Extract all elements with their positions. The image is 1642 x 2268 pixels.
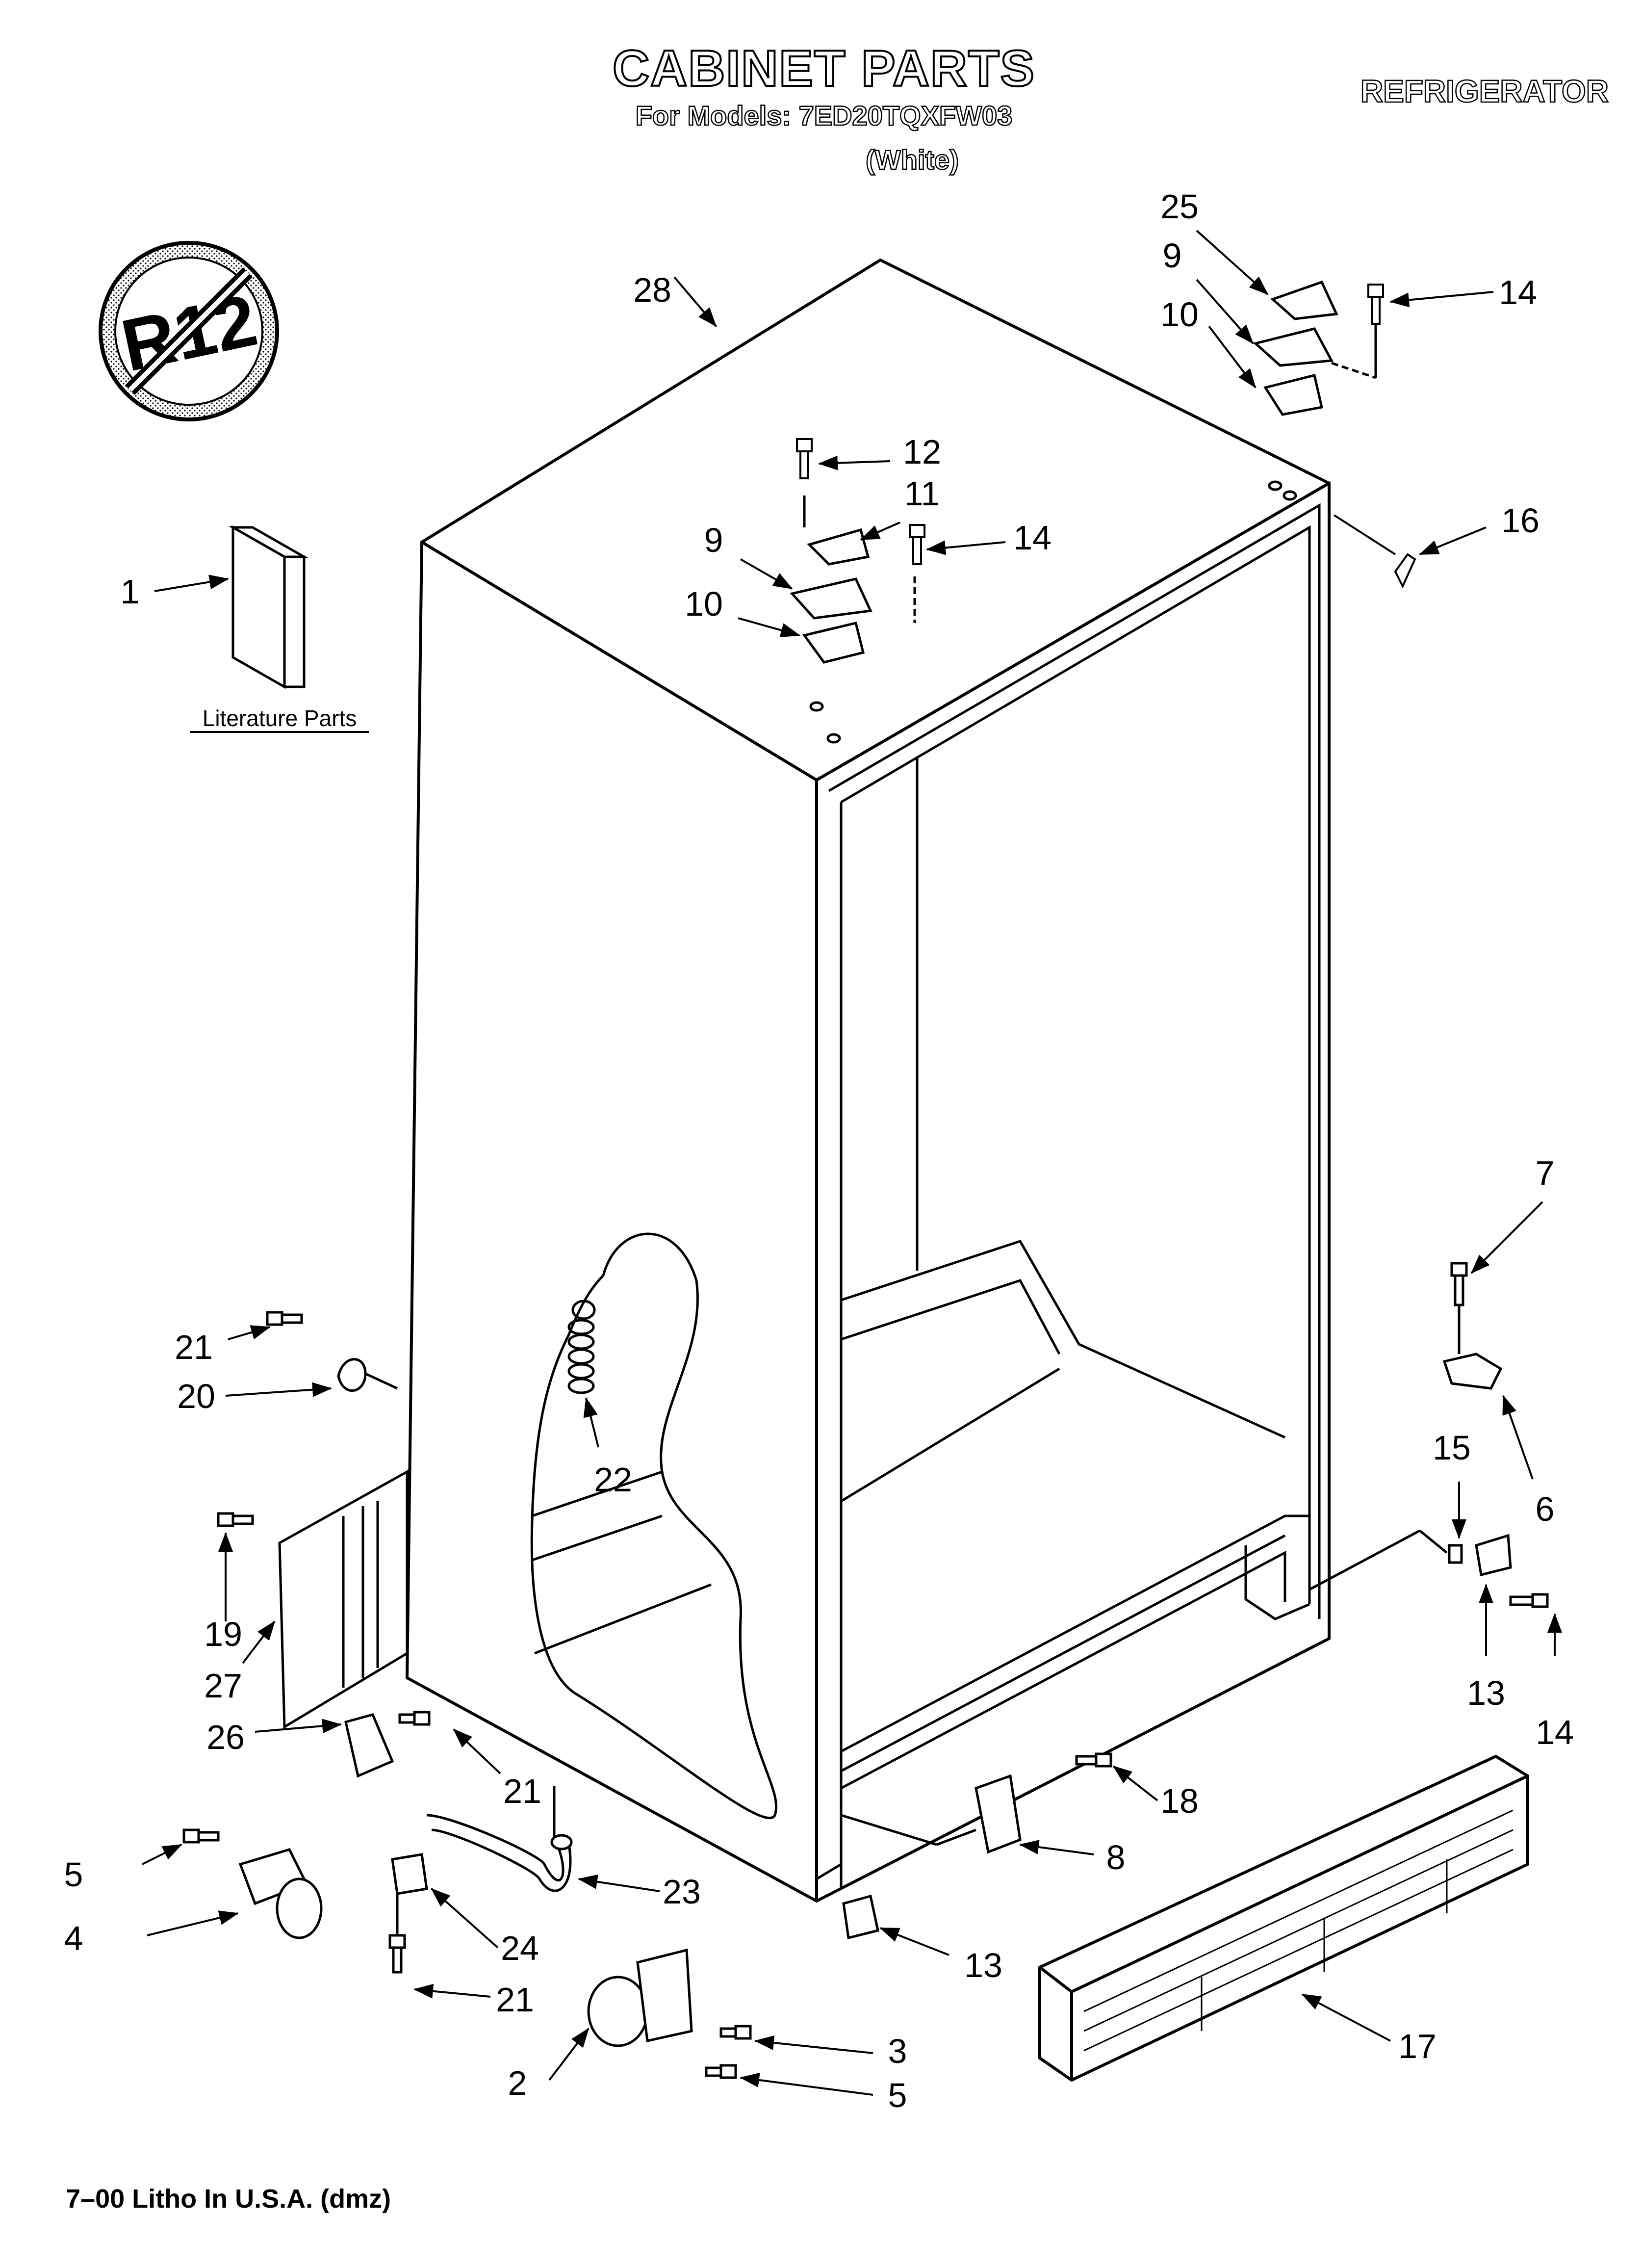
refrigerator-cabinet	[406, 259, 1331, 1903]
part-16-clip	[1333, 514, 1416, 589]
hinge-screw-14-right	[1367, 284, 1384, 325]
tube-clamp-24	[388, 1853, 428, 1974]
bracket-26	[344, 1711, 431, 1778]
callout-5-left: 5	[64, 1855, 83, 1894]
page-title: CABINET PARTS	[612, 40, 1035, 97]
callout-22: 22	[594, 1460, 632, 1499]
callout-15: 15	[1433, 1429, 1471, 1467]
model-line: For Models: 7ED20TQXFW03	[635, 100, 1013, 131]
callout-3: 3	[888, 2032, 907, 2070]
hinge-screw-14-center	[909, 524, 925, 565]
callout-numbers: 28 1 12 11 14 9 10 25 9 10 14 16 7 6 15 …	[64, 187, 1574, 2114]
callout-21-middle: 21	[503, 1772, 541, 1810]
callout-23: 23	[663, 1873, 701, 1911]
callout-14-right: 14	[1499, 273, 1537, 312]
insulation-cutaway	[530, 1232, 778, 1820]
callout-10-center: 10	[685, 585, 723, 623]
callout-26: 26	[206, 1718, 245, 1756]
bracket-8	[841, 1752, 1112, 1854]
callout-9-center: 9	[704, 521, 723, 559]
control-panel-bracket	[217, 1469, 409, 1729]
callout-27: 27	[204, 1667, 242, 1705]
top-right-hinge-assembly	[1253, 280, 1377, 501]
callout-19: 19	[204, 1615, 242, 1653]
top-hinge-assembly	[790, 495, 916, 744]
literature-booklet	[228, 525, 309, 689]
callout-5-lower: 5	[888, 2076, 907, 2114]
hinge-screw-12	[796, 438, 813, 479]
insulation-coil	[567, 1300, 596, 1394]
callout-14-lower: 14	[1536, 1713, 1574, 1751]
callout-9-right: 9	[1163, 236, 1182, 275]
callout-10-right: 10	[1160, 295, 1199, 334]
front-caster-4	[182, 1828, 323, 1939]
callout-13-right: 13	[1467, 1674, 1505, 1712]
appliance-category: REFRIGERATOR	[1360, 74, 1610, 109]
right-roller-bracket	[1308, 1262, 1549, 1608]
cabinet-front-frame	[815, 481, 1331, 1901]
callout-8: 8	[1106, 1838, 1126, 1877]
callout-25: 25	[1160, 187, 1199, 226]
callout-6: 6	[1536, 1490, 1555, 1528]
callout-20: 20	[177, 1377, 215, 1415]
literature-label: Literature Parts	[203, 705, 357, 731]
drain-tube	[426, 1786, 573, 1892]
callout-14-center: 14	[1013, 519, 1052, 557]
rear-roller-2	[587, 1948, 752, 2079]
callout-13-lower: 13	[964, 1946, 1002, 1984]
callout-1: 1	[121, 573, 140, 611]
callout-21-lower: 21	[496, 1981, 534, 2019]
callout-24: 24	[501, 1929, 539, 1967]
bracket-13-lower	[842, 1894, 879, 1940]
left-clip-20	[266, 1311, 398, 1392]
no-r12-icon: R12	[99, 241, 279, 421]
color-variant: (White)	[865, 144, 959, 175]
callout-16: 16	[1501, 501, 1539, 540]
leader-arrows	[142, 230, 1562, 2096]
callout-2: 2	[508, 2064, 527, 2102]
callout-11: 11	[904, 474, 940, 513]
callout-12: 12	[903, 433, 941, 471]
print-note: 7–00 Litho In U.S.A. (dmz)	[66, 2184, 391, 2214]
callout-21-upper: 21	[175, 1328, 213, 1366]
callout-7: 7	[1536, 1154, 1555, 1192]
callout-18: 18	[1160, 1782, 1199, 1820]
callout-17: 17	[1398, 2027, 1437, 2065]
callout-4: 4	[64, 1919, 83, 1957]
toe-grille-17	[1038, 1755, 1529, 2082]
callout-28: 28	[633, 271, 671, 309]
